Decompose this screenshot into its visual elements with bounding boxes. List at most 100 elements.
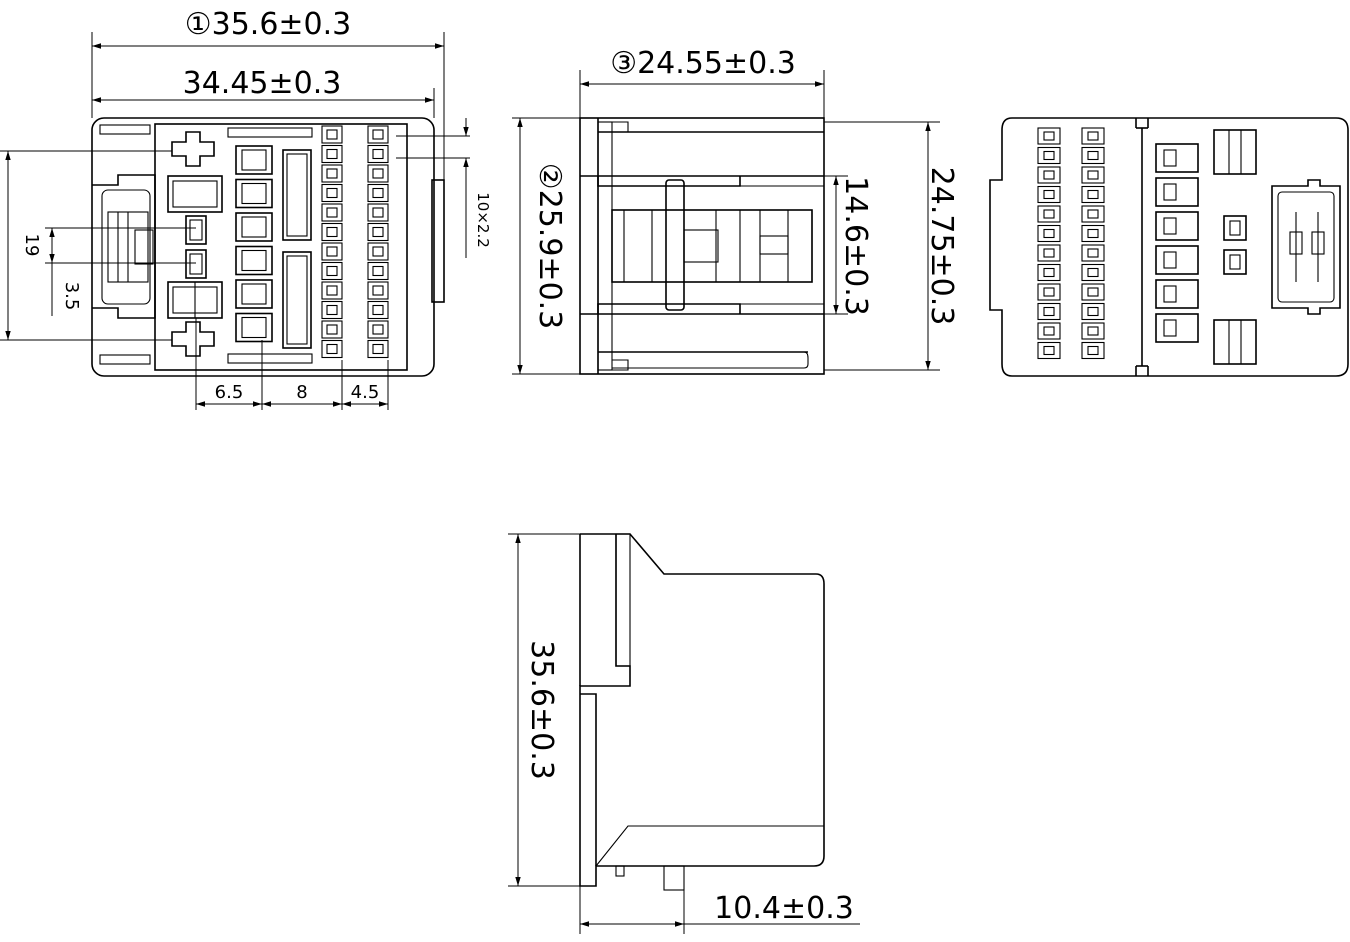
cavity — [326, 246, 338, 257]
cavity — [367, 242, 389, 261]
cavity — [1081, 244, 1105, 262]
cavity — [241, 316, 267, 339]
cavity — [235, 245, 273, 276]
cavity — [372, 343, 384, 355]
dim-pitch-small: 3.5 — [61, 282, 82, 311]
cavity — [241, 283, 267, 305]
dim-height: 19 — [21, 234, 42, 257]
cavity — [1081, 166, 1105, 184]
cavity — [1043, 131, 1055, 141]
cavity — [1037, 166, 1061, 184]
cavity — [1087, 209, 1099, 219]
cavity — [1037, 341, 1061, 360]
cavity — [367, 203, 389, 222]
cavity — [372, 187, 384, 199]
cavity — [321, 300, 343, 320]
cavity — [321, 281, 343, 300]
cavity — [1037, 263, 1061, 282]
cavity — [372, 168, 384, 179]
cavity — [321, 320, 343, 339]
cavity — [321, 183, 343, 203]
cavity — [1155, 313, 1199, 343]
cavity — [326, 343, 338, 355]
cavity — [1043, 170, 1055, 180]
cavity — [367, 144, 389, 164]
cavity — [1163, 217, 1177, 235]
cavity — [1087, 267, 1099, 278]
cavity — [326, 304, 338, 316]
cavity — [321, 144, 343, 164]
cavity — [1043, 306, 1055, 317]
cavity — [1081, 185, 1105, 204]
cavity — [326, 148, 338, 160]
cavity — [1155, 143, 1199, 173]
cavity — [241, 182, 267, 205]
cavity — [326, 129, 338, 140]
cavity — [241, 149, 267, 171]
cavity — [1163, 149, 1177, 167]
cavity — [1043, 326, 1055, 336]
cavity — [1037, 205, 1061, 223]
cavity — [1163, 285, 1177, 303]
cavity — [326, 265, 338, 277]
cavity — [1087, 248, 1099, 258]
top-view: ③24.55±0.3 ②25.9±0.3 14.6±0.3 24.75±0.3 — [512, 46, 959, 375]
cavity — [367, 222, 389, 242]
cavity — [1087, 345, 1099, 356]
cavity — [1081, 302, 1105, 321]
dim-top-inner-height: 14.6±0.3 — [838, 176, 873, 316]
cavity — [326, 226, 338, 238]
cavity — [1043, 189, 1055, 200]
cavity — [1081, 341, 1105, 360]
cavity — [235, 279, 273, 309]
cavity — [1155, 177, 1199, 207]
cavity — [1087, 189, 1099, 200]
cavity — [1155, 279, 1199, 309]
cavity — [1081, 263, 1105, 282]
cavity — [326, 324, 338, 335]
cavity — [372, 265, 384, 277]
cavity — [1081, 146, 1105, 165]
cavity — [367, 339, 389, 359]
cavity — [367, 125, 389, 144]
cavity — [321, 222, 343, 242]
dim-side-depth: 10.4±0.3 — [714, 891, 854, 926]
cavity — [326, 187, 338, 199]
cavity — [1043, 248, 1055, 258]
cavity — [1081, 322, 1105, 340]
cavity — [1081, 127, 1105, 145]
cavity — [1037, 185, 1061, 204]
cavity — [372, 148, 384, 160]
cavity — [1037, 283, 1061, 301]
cavity — [235, 212, 273, 242]
cavity — [1037, 302, 1061, 321]
dim-side-length: 35.6±0.3 — [524, 640, 559, 780]
cavity — [1087, 306, 1099, 317]
cavity — [1081, 205, 1105, 223]
cavity — [372, 304, 384, 316]
cavity — [372, 129, 384, 140]
cavity — [1037, 224, 1061, 243]
cavity — [1081, 224, 1105, 243]
cavity — [326, 285, 338, 296]
cavity — [321, 339, 343, 359]
cavity — [1043, 345, 1055, 356]
cavity — [326, 207, 338, 218]
cavity — [372, 207, 384, 218]
cavity — [1043, 287, 1055, 297]
cavity — [235, 145, 273, 175]
cavity — [372, 226, 384, 238]
cavity — [367, 183, 389, 203]
cavity — [372, 285, 384, 296]
cavity — [1155, 245, 1199, 275]
cavity — [1043, 150, 1055, 161]
dim-top-height-right: 24.75±0.3 — [924, 167, 959, 326]
cavity — [372, 246, 384, 257]
cavity — [1087, 131, 1099, 141]
dim-top-width: ③24.55±0.3 — [610, 46, 796, 81]
dim-inner-width: 34.45±0.3 — [183, 66, 342, 101]
cavity — [1043, 209, 1055, 219]
cavity — [1043, 228, 1055, 239]
dim-col-c: 4.5 — [351, 382, 380, 403]
